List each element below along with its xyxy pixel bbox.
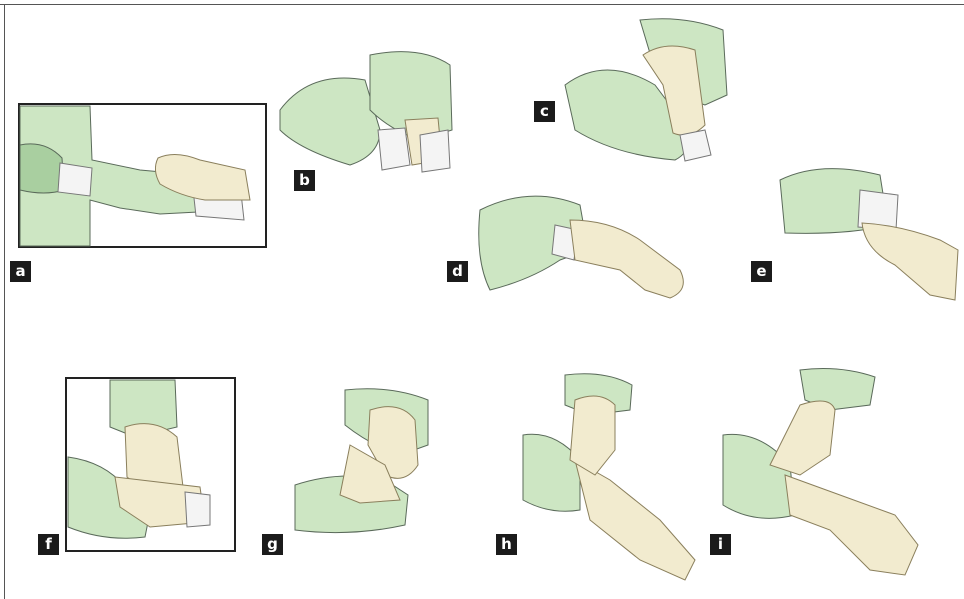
sleeve [280, 78, 380, 165]
panel-b-illustration [270, 40, 470, 190]
panel-label-c: c [534, 101, 555, 122]
cuff [420, 130, 450, 172]
panel-d-illustration [470, 180, 700, 310]
panel-f-illustration [65, 377, 236, 552]
panel-label-i: i [710, 534, 731, 555]
cuff [58, 163, 92, 196]
panel-label-g: g [262, 534, 283, 555]
panel-label-e: e [751, 261, 772, 282]
glove [575, 460, 695, 580]
panel-label-d: d [447, 261, 468, 282]
panel-label-b: b [294, 170, 315, 191]
glove [570, 220, 683, 298]
panel-i-illustration [720, 365, 930, 585]
cuff [680, 130, 711, 161]
panel-c-illustration [555, 15, 735, 165]
glove [570, 396, 615, 475]
panel-label-f: f [38, 534, 59, 555]
panel-a-illustration [0, 0, 280, 260]
glove [770, 401, 835, 475]
panel-e-illustration [770, 155, 964, 305]
cuff [378, 128, 410, 170]
glove [862, 223, 958, 300]
panel-h-illustration [520, 370, 705, 585]
panel-label-h: h [496, 534, 517, 555]
panel-g-illustration [290, 385, 440, 540]
panel-label-a: a [10, 261, 31, 282]
glove [785, 475, 918, 575]
cuff [185, 492, 210, 527]
